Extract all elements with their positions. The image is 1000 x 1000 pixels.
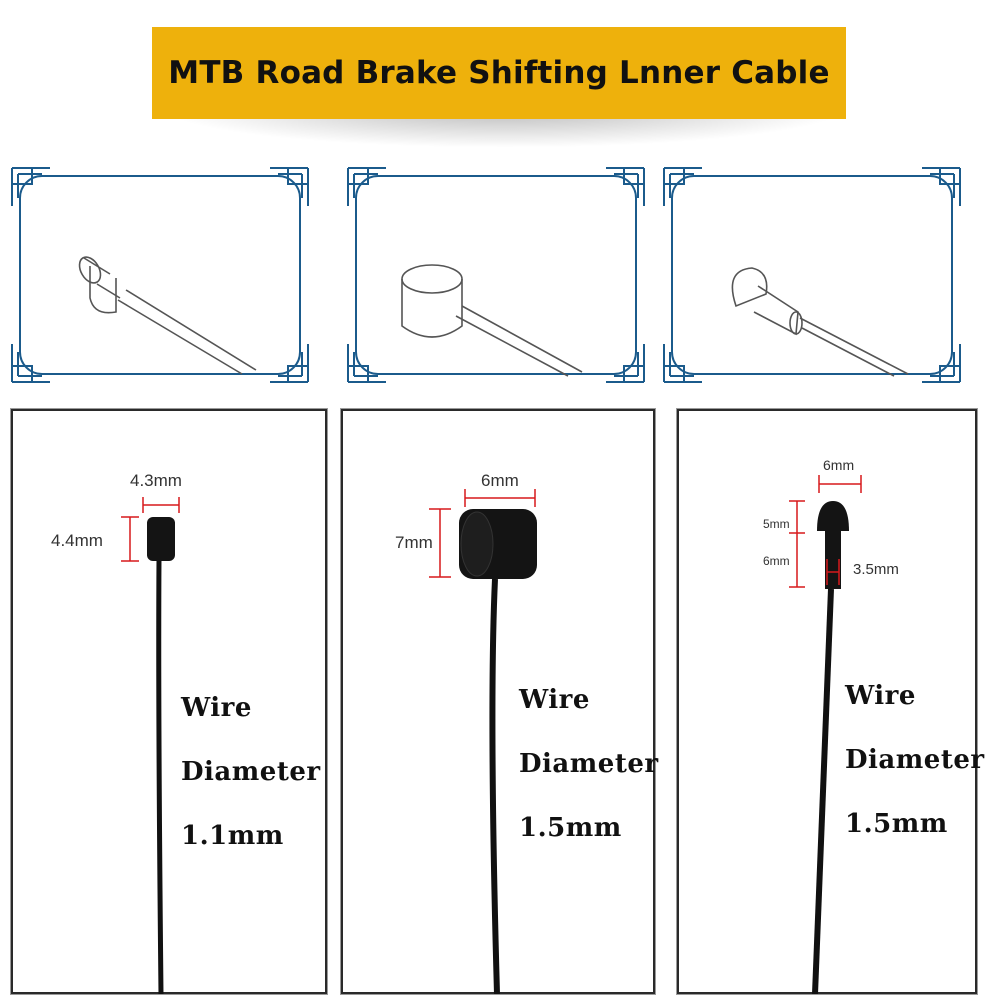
head-height-label: 7mm: [395, 533, 433, 552]
diameter-value: 1.1mm: [181, 821, 284, 851]
diameter-value: 1.5mm: [845, 809, 948, 839]
photo-panel-2: 6mm 7mm Wire Diameter 1.5mm: [340, 408, 659, 995]
head-width-label: 6mm: [481, 471, 519, 490]
barrel-head-cable-icon: [347, 167, 645, 383]
diameter-label: Diameter: [845, 745, 985, 775]
head-height-label: 5mm: [763, 517, 790, 531]
cable-head-photo-1: [121, 497, 180, 994]
mushroom-head-cable-icon: [663, 167, 961, 383]
diagram-panel-3: [662, 166, 962, 384]
page-title: MTB Road Brake Shifting Lnner Cable: [168, 55, 830, 91]
photo-panel-1: 4.3mm 4.4mm Wire Diameter 1.1mm: [10, 408, 328, 995]
cylinder-head-cable-icon: [11, 167, 309, 383]
neck-width-label: 3.5mm: [853, 561, 899, 578]
head-width-label: 6mm: [823, 457, 855, 473]
head-width-label: 4.3mm: [130, 471, 182, 490]
head-height-label: 4.4mm: [51, 531, 103, 550]
diameter-label: Diameter: [519, 749, 659, 779]
wire-label: Wire: [845, 681, 916, 711]
cable-head-photo-3: [789, 475, 862, 994]
diagram-panel-2: [346, 166, 646, 384]
diameter-label: Diameter: [181, 757, 321, 787]
title-banner: MTB Road Brake Shifting Lnner Cable: [152, 27, 846, 119]
diagram-panel-1: [10, 166, 310, 384]
wire-label: Wire: [519, 685, 590, 715]
neck-height-label: 6mm: [763, 554, 790, 568]
cable-head-photo-2: [429, 489, 537, 994]
photo-panel-3: 6mm 5mm 6mm 3.5mm Wire Diameter 1.5mm: [676, 408, 984, 995]
diameter-value: 1.5mm: [519, 813, 622, 843]
wire-label: Wire: [181, 693, 252, 723]
